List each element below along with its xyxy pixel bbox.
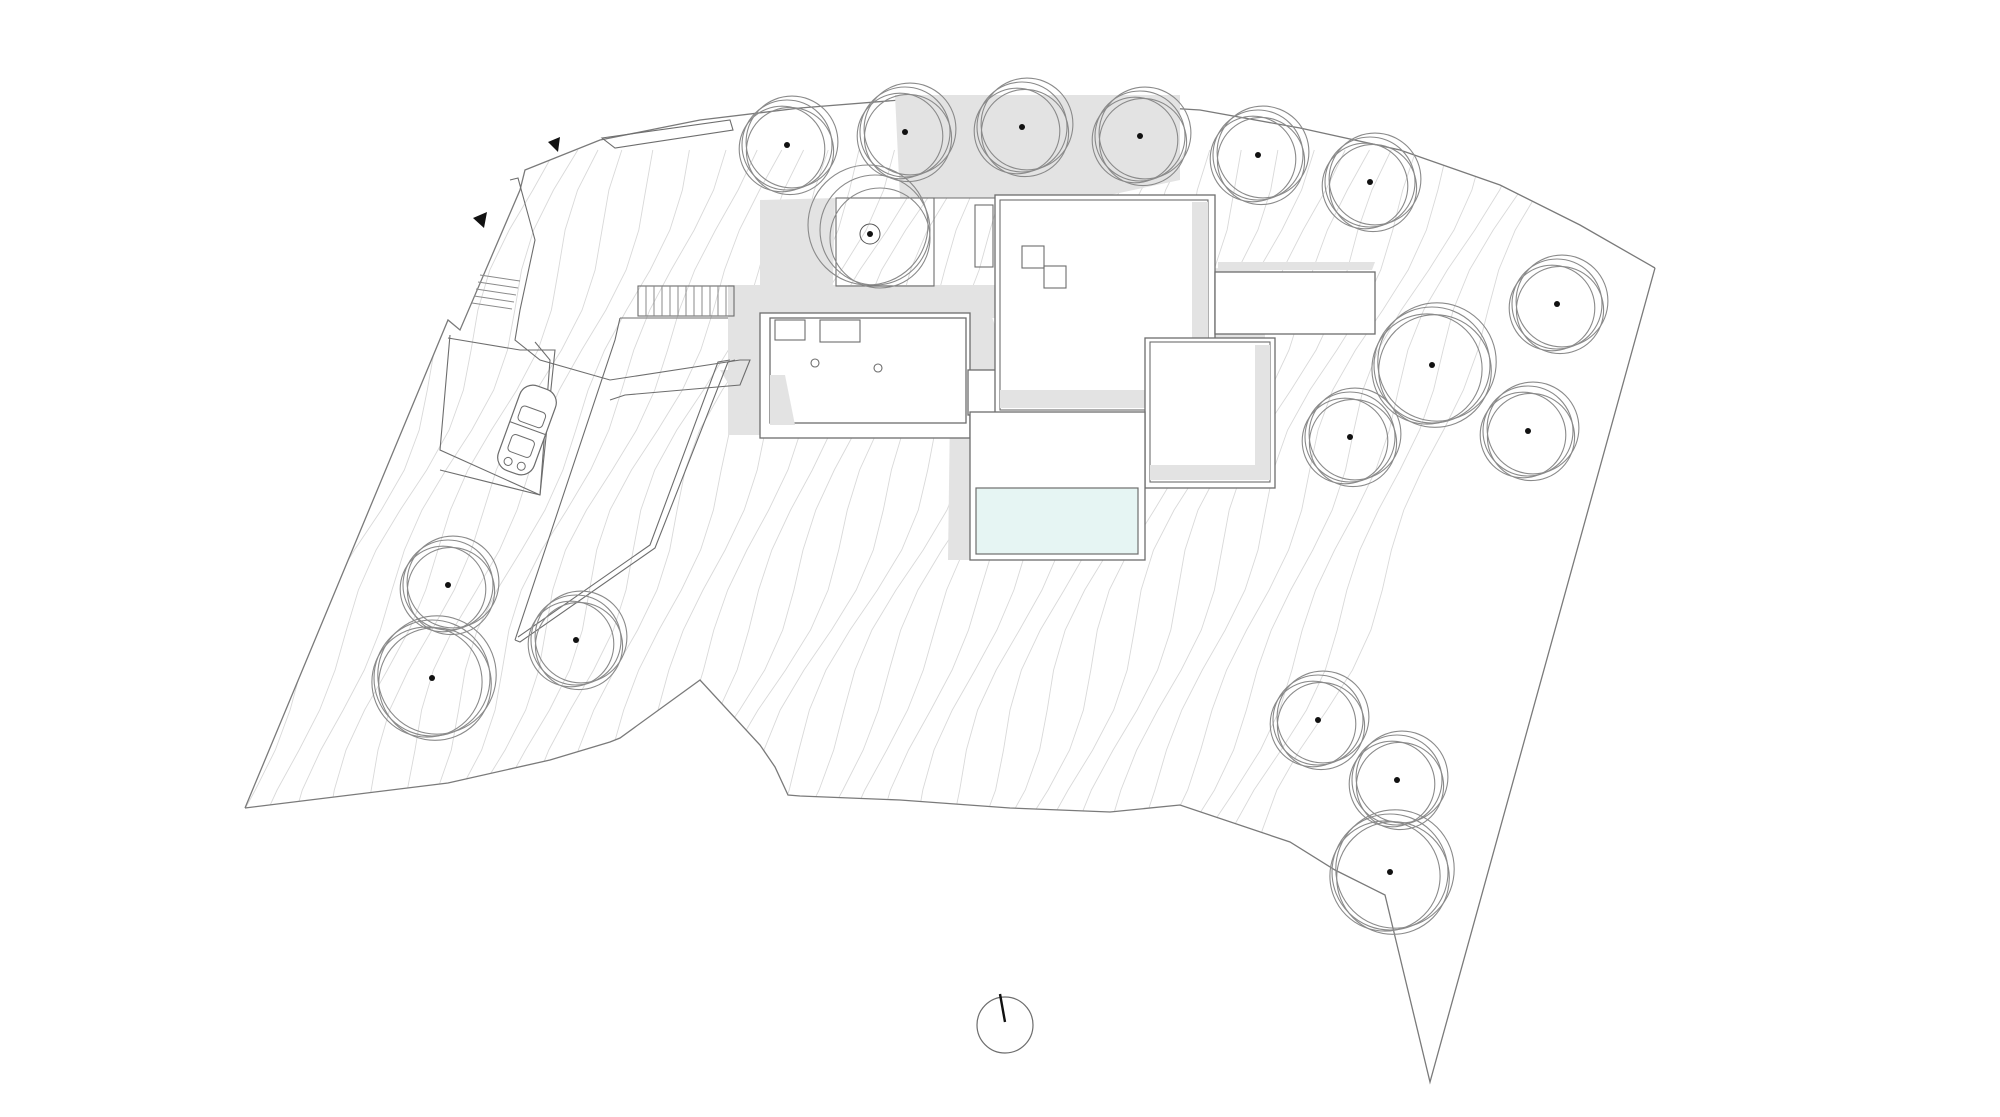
tree-canopy-icon [1269,670,1370,771]
tree-canopy-icon [1321,132,1422,233]
tree-canopy-icon [1329,809,1455,935]
tree-canopy-icon [527,590,628,691]
trees [371,77,1609,935]
tree-canopy-icon [1371,302,1497,428]
tree-canopy-icon [856,82,957,183]
building-footprint [439,177,1376,643]
north-arrow-icon [976,993,1034,1054]
tree-canopy-icon [1479,381,1580,482]
tree-canopy-icon [1508,254,1609,355]
tree-canopy-icon [371,615,497,741]
tree-canopy-icon [1348,730,1449,831]
triangle-marker-icon [548,137,560,152]
tree-canopy-icon [1209,105,1310,206]
bridge-stairs [637,285,735,317]
pool [975,487,1139,555]
tree-canopy-icon [399,535,500,636]
tree-canopy-icon [973,77,1074,178]
triangle-marker-icon [473,212,487,228]
tree-canopy-icon [1301,387,1402,488]
tree-canopy-icon [738,95,839,196]
car-icon [497,384,557,476]
tree-canopy-icon [807,164,931,289]
tree-canopy-icon [1091,86,1192,187]
entry-stairs [471,274,521,310]
